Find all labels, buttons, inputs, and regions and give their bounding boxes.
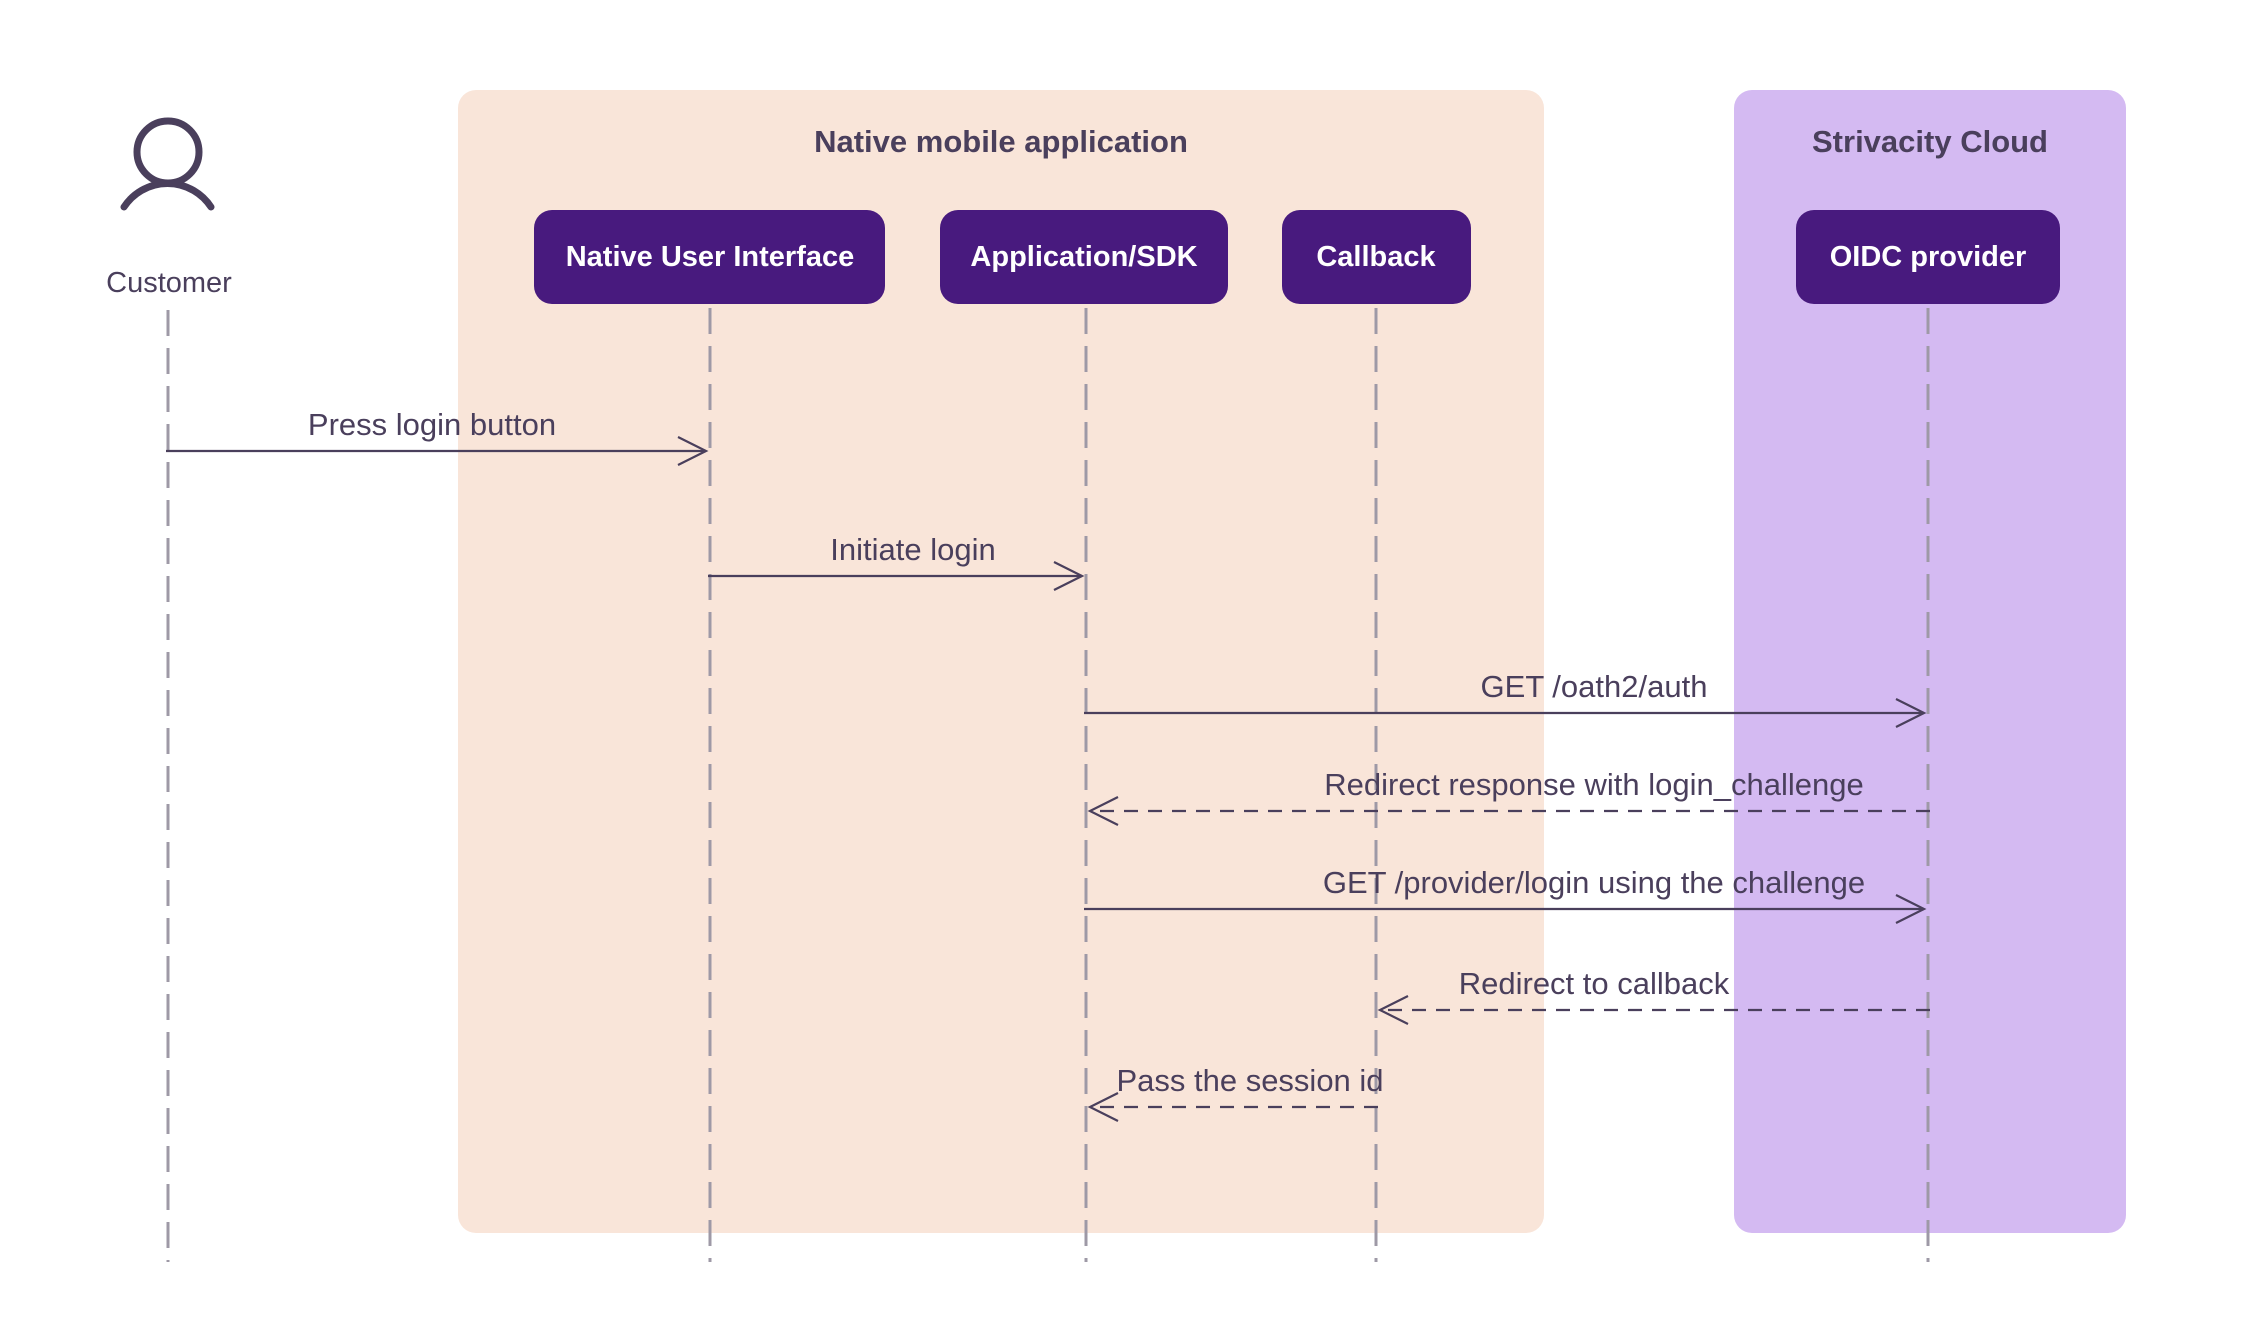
arrowhead-icon xyxy=(1053,561,1085,591)
user-icon xyxy=(120,117,215,211)
group-title-native: Native mobile application xyxy=(814,124,1188,159)
message-6: Redirect to callback xyxy=(1377,966,1930,1025)
message-7: Pass the session id xyxy=(1087,1063,1384,1122)
message-label: GET /provider/login using the challenge xyxy=(1323,865,1865,900)
message-2: Initiate login xyxy=(708,532,1085,591)
message-label: Redirect to callback xyxy=(1459,966,1730,1001)
arrowhead-icon xyxy=(1087,796,1119,826)
message-label: Redirect response with login_challenge xyxy=(1324,767,1863,802)
arrowhead-icon xyxy=(1895,894,1927,924)
group-title-cloud: Strivacity Cloud xyxy=(1812,124,2048,159)
arrowhead-icon xyxy=(1087,1092,1119,1122)
arrowhead-icon xyxy=(1895,698,1927,728)
message-label: Pass the session id xyxy=(1116,1063,1383,1098)
message-4: Redirect response with login_challenge xyxy=(1087,767,1930,826)
arrowhead-icon xyxy=(1377,995,1409,1025)
participant-label-callback: Callback xyxy=(1316,241,1436,273)
participant-label-native-user-interface: Native User Interface xyxy=(566,241,855,273)
message-3: GET /oath2/auth xyxy=(1084,669,1927,728)
actor-label-customer: Customer xyxy=(106,267,232,299)
participant-label-oidc-provider: OIDC provider xyxy=(1830,241,2027,273)
participant-oidc-provider[interactable]: OIDC provider xyxy=(1796,210,2060,304)
arrowhead-icon xyxy=(677,436,709,466)
participant-label-application-sdk: Application/SDK xyxy=(970,241,1197,273)
message-label: GET /oath2/auth xyxy=(1481,669,1708,704)
message-1: Press login button xyxy=(166,407,709,466)
group-native-mobile-application xyxy=(458,90,1544,1233)
message-label: Initiate login xyxy=(830,532,995,567)
message-5: GET /provider/login using the challenge xyxy=(1084,865,1927,924)
participant-callback[interactable]: Callback xyxy=(1282,210,1471,304)
participant-native-user-interface[interactable]: Native User Interface xyxy=(534,210,885,304)
message-label: Press login button xyxy=(308,407,556,442)
group-strivacity-cloud xyxy=(1734,90,2126,1233)
participant-application-sdk[interactable]: Application/SDK xyxy=(940,210,1228,304)
